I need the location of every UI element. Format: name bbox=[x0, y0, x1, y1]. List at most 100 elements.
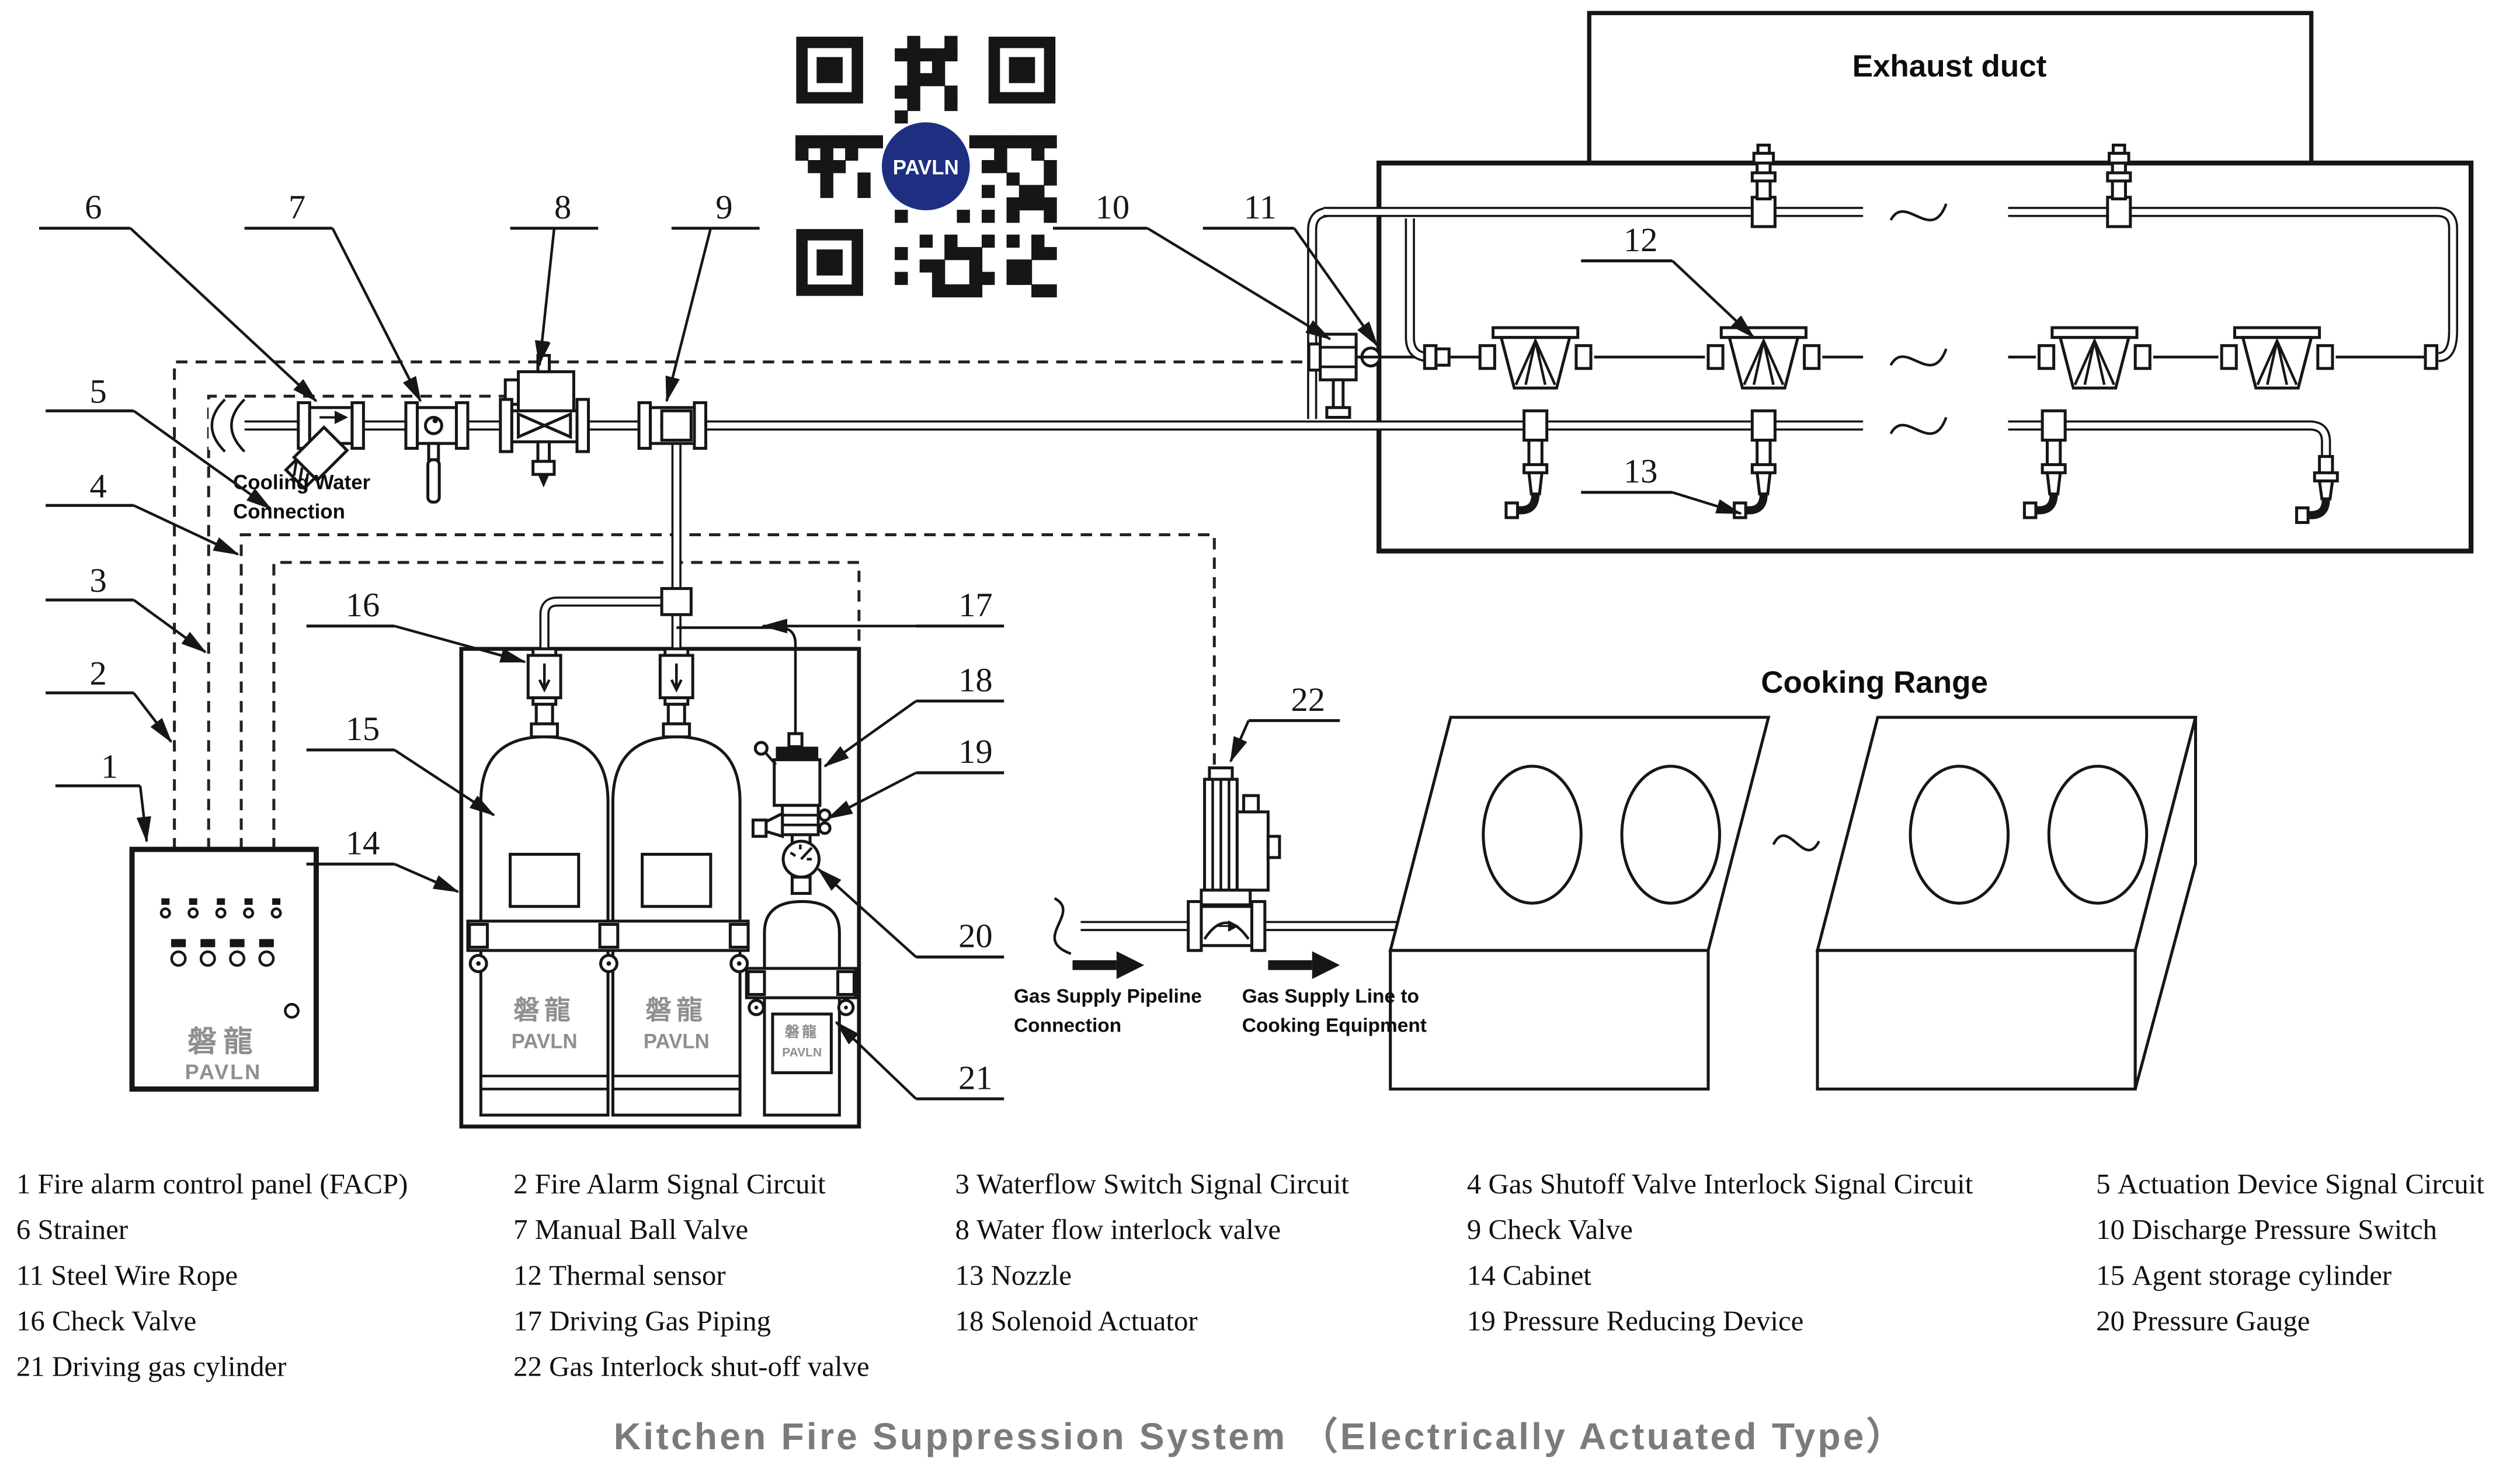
panel-brand-cn: 磐龍 bbox=[187, 1025, 259, 1058]
driving-cylinder-strap bbox=[745, 967, 857, 1016]
callout-12: 12 bbox=[1624, 221, 1658, 259]
agent-cylinders: 磐龍 PAVLN 磐龍 PAVLN bbox=[466, 647, 750, 1117]
exhaust-duct-label: Exhaust duct bbox=[1852, 49, 2047, 84]
gas-interlock-valve bbox=[1187, 766, 1281, 952]
callout-17: 17 bbox=[958, 586, 993, 624]
callout-19: 19 bbox=[958, 732, 993, 770]
stove-block-1 bbox=[1388, 716, 1771, 1091]
callout-20: 20 bbox=[958, 917, 993, 955]
svg-text:Gas Supply Line to: Gas Supply Line to bbox=[1242, 985, 1419, 1007]
callout-5: 5 bbox=[90, 372, 107, 410]
nozzle-down-end bbox=[2295, 454, 2339, 525]
gas-supply-labels: Gas Supply Pipeline Connection Gas Suppl… bbox=[1014, 985, 1427, 1036]
manifold-tee bbox=[660, 587, 693, 616]
legend-item: 16 Check Valve bbox=[16, 1304, 197, 1337]
qr-logo-text: PAVLN bbox=[893, 157, 959, 179]
callouts: 5 4 3 2 1 6 7 8 9 10 11 12 13 16 15 14 bbox=[39, 188, 1756, 1100]
pipe-break bbox=[1891, 408, 1947, 443]
gas-flow-arrows bbox=[1072, 951, 1340, 979]
pipe-break bbox=[1891, 194, 1947, 230]
legend-item: 3 Waterflow Switch Signal Circuit bbox=[955, 1167, 1349, 1200]
pressure-reducing-device bbox=[751, 804, 832, 839]
legend-item: 7 Manual Ball Valve bbox=[513, 1213, 749, 1246]
callout-7: 7 bbox=[289, 188, 305, 226]
diagram-canvas: Exhaust duct bbox=[39, 11, 2474, 1129]
cabinet-box bbox=[459, 647, 861, 1129]
svg-text:Gas Supply Pipeline: Gas Supply Pipeline bbox=[1014, 985, 1202, 1007]
waterflow-interlock-valve bbox=[499, 342, 590, 488]
callout-8: 8 bbox=[554, 188, 571, 226]
driving-cylinder-brand-en: PAVLN bbox=[782, 1046, 822, 1060]
diagram-title: Kitchen Fire Suppression System （Electri… bbox=[613, 1415, 1907, 1458]
callout-3: 3 bbox=[90, 561, 107, 599]
callout-14: 14 bbox=[346, 824, 380, 862]
callout-9: 9 bbox=[715, 188, 732, 226]
strainer bbox=[284, 401, 365, 491]
callout-11: 11 bbox=[1244, 188, 1277, 226]
legend-item: 1 Fire alarm control panel (FACP) bbox=[16, 1167, 408, 1200]
legend-item: 12 Thermal sensor bbox=[513, 1258, 726, 1292]
svg-text:Connection: Connection bbox=[1014, 1015, 1121, 1037]
legend-item: 5 Actuation Device Signal Circuit bbox=[2096, 1167, 2484, 1200]
panel-lock bbox=[284, 1003, 300, 1019]
cylinder1-brand-en: PAVLN bbox=[512, 1030, 578, 1053]
pressure-gauge bbox=[781, 833, 821, 895]
legend-item: 13 Nozzle bbox=[955, 1258, 1072, 1292]
legend-item: 11 Steel Wire Rope bbox=[16, 1258, 238, 1292]
legend-item: 10 Discharge Pressure Switch bbox=[2096, 1213, 2437, 1246]
cylinder-strap bbox=[466, 919, 750, 973]
legend-item: 14 Cabinet bbox=[1466, 1258, 1591, 1292]
steel-wire-rope bbox=[1356, 331, 2459, 370]
svg-text:Connection: Connection bbox=[233, 501, 345, 523]
cylinder2-brand-cn: 磐龍 bbox=[645, 996, 707, 1025]
callout-15: 15 bbox=[346, 710, 380, 748]
panel-brand-en: PAVLN bbox=[185, 1060, 262, 1084]
driving-cylinder-brand-cn: 磐龍 bbox=[785, 1023, 819, 1040]
legend-item: 8 Water flow interlock valve bbox=[955, 1213, 1281, 1246]
gas-shutoff-interlock-circuit bbox=[239, 533, 1216, 850]
driving-cylinder-plate bbox=[771, 1012, 833, 1074]
callout-2: 2 bbox=[90, 654, 107, 692]
legend-item: 15 Agent storage cylinder bbox=[2096, 1258, 2392, 1292]
callout-1: 1 bbox=[101, 747, 118, 785]
cooking-range-label: Cooking Range bbox=[1761, 665, 1988, 700]
legend-item: 4 Gas Shutoff Valve Interlock Signal Cir… bbox=[1466, 1167, 1973, 1200]
exhaust-duct-box bbox=[1587, 11, 2314, 165]
driving-gas-piping bbox=[676, 626, 797, 737]
legend-item: 18 Solenoid Actuator bbox=[955, 1304, 1198, 1337]
waterflow-switch-signal-circuit bbox=[207, 394, 515, 850]
facp-panel: 磐龍 PAVLN bbox=[129, 846, 319, 1092]
solenoid-actuator bbox=[753, 732, 822, 807]
legend-item: 9 Check Valve bbox=[1466, 1213, 1633, 1246]
stove-block-2 bbox=[1815, 716, 2198, 1091]
qr-logo-circle bbox=[881, 122, 970, 211]
qr-code: PAVLN bbox=[795, 36, 1057, 298]
range-break bbox=[1772, 834, 1820, 852]
callout-13: 13 bbox=[1624, 452, 1658, 490]
svg-text:Cooking Equipment: Cooking Equipment bbox=[1242, 1015, 1427, 1037]
fire-alarm-signal-circuit bbox=[173, 360, 1324, 850]
driving-cylinder-body bbox=[763, 900, 841, 1117]
legend: 1 Fire alarm control panel (FACP) 2 Fire… bbox=[0, 1161, 2520, 1398]
callout-10: 10 bbox=[1096, 188, 1130, 226]
cylinder2-brand-en: PAVLN bbox=[644, 1030, 710, 1053]
legend-item: 22 Gas Interlock shut-off valve bbox=[513, 1349, 870, 1383]
legend-item: 19 Pressure Reducing Device bbox=[1466, 1304, 1804, 1337]
cylinder1-brand-cn: 磐龍 bbox=[513, 996, 575, 1025]
manual-ball-valve bbox=[404, 401, 470, 504]
callout-4: 4 bbox=[90, 467, 107, 505]
legend-item: 21 Driving gas cylinder bbox=[16, 1349, 287, 1383]
callout-18: 18 bbox=[958, 661, 993, 699]
cooking-range: Cooking Range bbox=[1388, 665, 2198, 1091]
cylinder-check-valves bbox=[526, 647, 694, 739]
callout-16: 16 bbox=[346, 586, 380, 624]
legend-item: 2 Fire Alarm Signal Circuit bbox=[513, 1167, 826, 1200]
legend-item: 20 Pressure Gauge bbox=[2096, 1304, 2310, 1337]
callout-22: 22 bbox=[1291, 681, 1325, 718]
legend-item: 17 Driving Gas Piping bbox=[513, 1304, 771, 1337]
pipe-break bbox=[1891, 339, 1947, 375]
gas-pipe-break bbox=[1045, 898, 1080, 954]
callout-6: 6 bbox=[85, 188, 102, 226]
legend-item: 6 Strainer bbox=[16, 1213, 128, 1246]
